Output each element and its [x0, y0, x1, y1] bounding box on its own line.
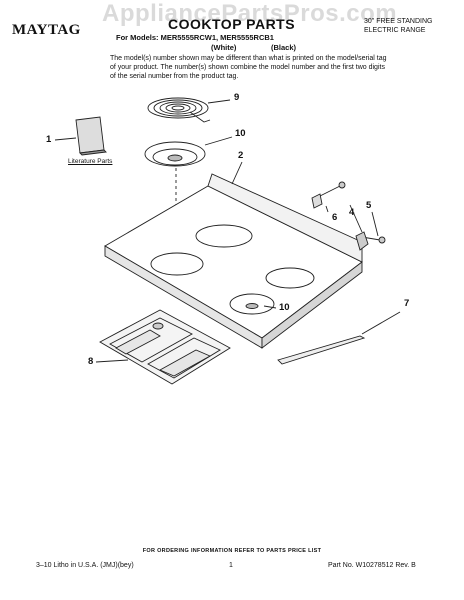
callout-10-lower: 10 — [279, 302, 290, 313]
models-line: For Models: MER5555RCW1, MER5555RCB1 — [116, 33, 274, 42]
callout-5: 5 — [366, 200, 372, 211]
callout-10-upper: 10 — [235, 128, 246, 139]
callout-4: 4 — [349, 207, 355, 218]
range-type: 30" FREE STANDING ELECTRIC RANGE — [364, 18, 432, 35]
support-rod — [277, 311, 401, 365]
range-type-line2: ELECTRIC RANGE — [364, 26, 426, 34]
callout-9: 9 — [234, 92, 240, 103]
range-type-line1: 30" FREE STANDING — [364, 18, 433, 25]
ordering-info: FOR ORDERING INFORMATION REFER TO PARTS … — [142, 548, 322, 554]
watermark: AppliancePartsPros.com — [102, 0, 398, 27]
lower-tray — [95, 309, 231, 385]
literature-booklet — [54, 116, 107, 156]
part-number: Part No. W10278512 Rev. B — [328, 562, 416, 569]
literature-parts-label: Literature Parts — [68, 158, 113, 165]
brand-logo: MAYTAG — [12, 22, 81, 38]
litho-info: 3–10 Litho in U.S.A. (JMJ)(bey) — [36, 562, 134, 569]
callout-1: 1 — [46, 134, 52, 145]
drip-bowl — [144, 136, 233, 167]
callout-8: 8 — [88, 356, 94, 367]
model-note: The model(s) number shown may be differe… — [110, 55, 387, 80]
mounting-hardware — [311, 181, 386, 251]
callout-6: 6 — [332, 212, 338, 223]
callout-7: 7 — [404, 298, 410, 309]
page-number: 1 — [229, 562, 233, 569]
color-black-label: (Black) — [271, 43, 297, 52]
page-title: COOKTOP PARTS — [168, 16, 296, 32]
cooktop-panel — [104, 161, 363, 349]
color-white-label: (White) — [211, 43, 237, 52]
callout-2: 2 — [238, 150, 244, 161]
coil-element — [147, 97, 231, 123]
